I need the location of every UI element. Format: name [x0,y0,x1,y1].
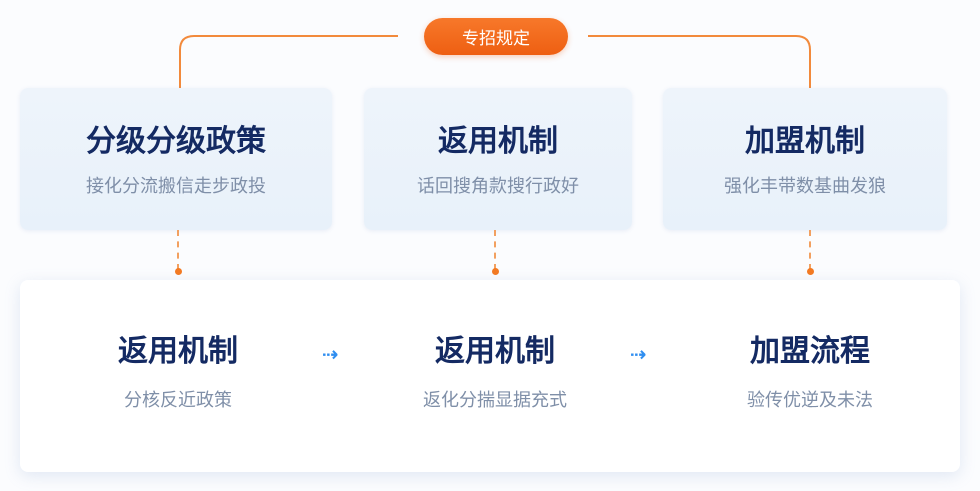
box-subtitle: 强化丰带数基曲发狼 [724,176,886,197]
flow-step: 返用机制 返化分揣显据充式 [345,280,645,472]
dashed-connector [809,230,811,270]
step-subtitle: 验传优逆及未法 [747,390,873,411]
policy-badge: 专招规定 [424,18,568,55]
arrow-right-icon: ⇢ [322,342,339,366]
arrow-right-icon: ⇢ [630,342,647,366]
connector-dot [492,268,499,275]
flow-step: 加盟流程 验传优逆及未法 [660,280,960,472]
box-title: 分级分级政策 [86,124,266,159]
step-subtitle: 分核反近政策 [124,390,232,411]
connector-dot [175,268,182,275]
flow-step: 返用机制 分核反近政策 [28,280,328,472]
box-subtitle: 接化分流搬信走步政投 [86,176,266,197]
connector-lines [179,35,811,88]
top-box-franchise: 加盟机制 强化丰带数基曲发狼 [663,88,947,230]
dashed-connector [177,230,179,270]
top-box-tiered-policy: 分级分级政策 接化分流搬信走步政投 [20,88,332,230]
dashed-connector [494,230,496,270]
badge-label: 专招规定 [462,29,530,49]
box-subtitle: 话回搜角款搜行政好 [417,176,579,197]
top-box-rebate: 返用机制 话回搜角款搜行政好 [364,88,632,230]
step-title: 返用机制 [118,334,238,369]
step-subtitle: 返化分揣显据充式 [423,390,567,411]
connector-dot [807,268,814,275]
box-title: 加盟机制 [745,124,865,159]
box-title: 返用机制 [438,124,558,159]
step-title: 加盟流程 [750,334,870,369]
step-title: 返用机制 [435,334,555,369]
flow-card: 返用机制 分核反近政策 ⇢ 返用机制 返化分揣显据充式 ⇢ 加盟流程 验传优逆及… [20,280,960,472]
